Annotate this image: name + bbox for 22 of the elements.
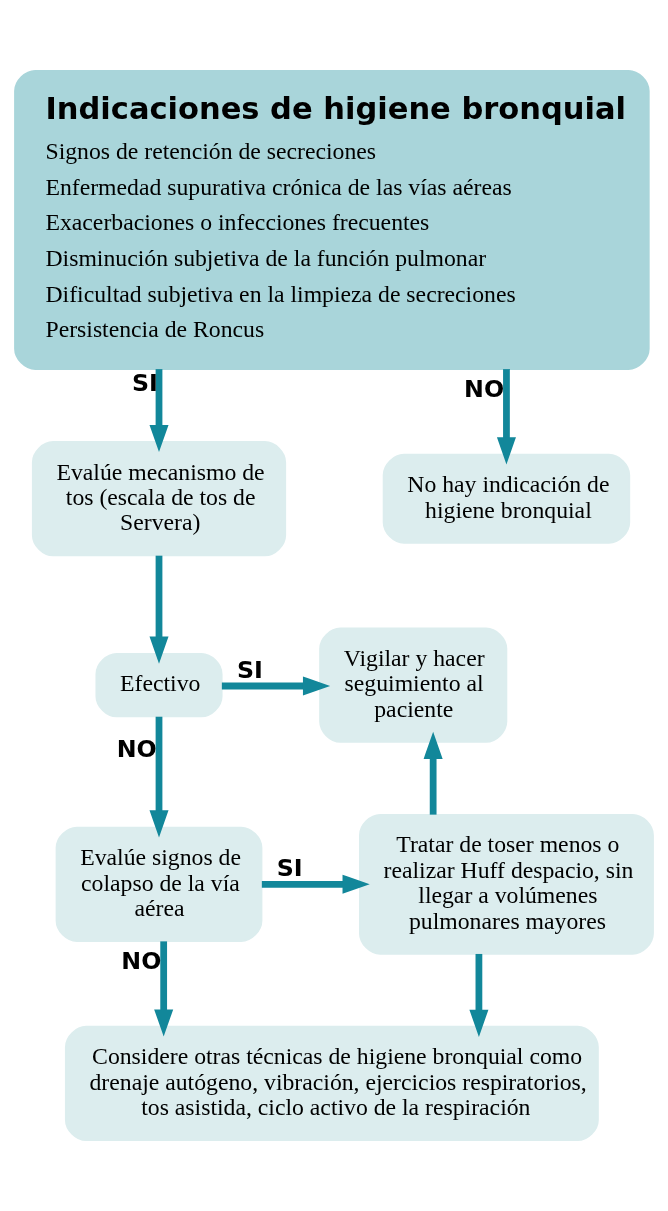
node-box: Indicaciones de higiene bronquial Signos de retención de secreciones Enfermedad supurativa crónica de las vías aéreas Exacerbaciones o infecciones frecuentes Disminución subjetiva de la función pulmonar Dificultad subjetiva en la limpieza de secreciones Persistencia de Roncus <box>14 69 650 370</box>
arrow <box>149 369 169 453</box>
arrow <box>154 941 174 1037</box>
edge-label: SI <box>276 854 303 883</box>
node-box: Evalúe mecanismo de tos (escala de tos de Servera) <box>31 441 287 557</box>
arrow <box>469 953 489 1037</box>
arrow <box>149 716 169 838</box>
node-box: Tratar de toser menos o realizar Huff despacio, sin llegar a volúmenes pulmonares mayores <box>359 813 654 955</box>
node-box: Evalúe signos de colapso de la vía aérea <box>55 826 263 942</box>
edge-label: SI <box>236 655 263 684</box>
node-box: No hay indicación de higiene bronquial <box>382 453 631 544</box>
node-box: Vigilar y hacer seguimiento al paciente <box>319 627 508 743</box>
arrow <box>221 676 331 696</box>
node-box: Efectivo <box>95 652 223 718</box>
arrow <box>423 731 443 815</box>
node-box: Considere otras técnicas de higiene bronquial como drenaje autógeno, vibración, ejercicios respiratorios, tos asistida, ciclo activo de la respiración <box>64 1025 599 1142</box>
arrow <box>496 369 516 465</box>
edge-label: SI <box>131 368 158 397</box>
edge-label: NO <box>464 374 505 403</box>
arrow <box>261 874 370 894</box>
arrow <box>149 555 169 664</box>
edge-label: NO <box>116 735 157 764</box>
